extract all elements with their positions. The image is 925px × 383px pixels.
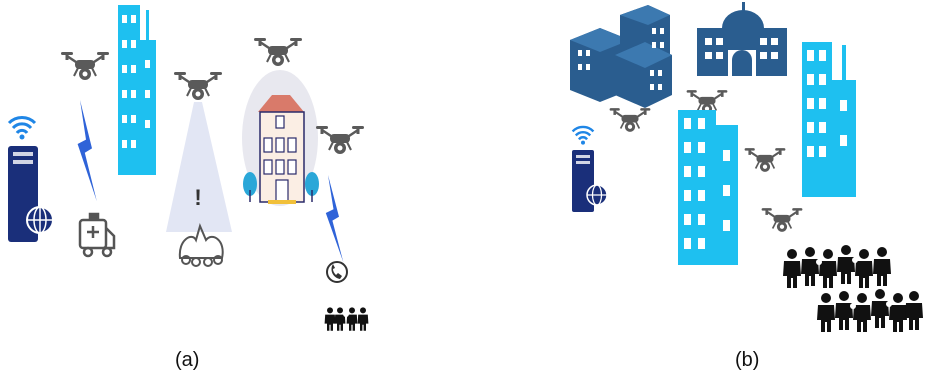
panel-b-caption: (b) xyxy=(735,349,760,371)
ambulance-icon xyxy=(78,212,116,258)
server-icon xyxy=(8,146,54,242)
tree-icon xyxy=(243,172,257,202)
drone-icon xyxy=(760,207,804,233)
drone-icon xyxy=(59,50,111,82)
server-icon xyxy=(572,150,608,212)
drone-icon xyxy=(314,124,366,156)
people-group-icon xyxy=(817,289,923,332)
skyscraper-icon xyxy=(802,42,856,197)
wifi-icon xyxy=(7,115,37,141)
car-crash-icon: ! xyxy=(178,185,224,267)
lightning-icon xyxy=(77,100,97,202)
people-group-icon xyxy=(324,307,369,331)
drone-icon xyxy=(608,107,652,133)
panel-b xyxy=(570,2,923,332)
people-group-icon xyxy=(783,245,891,288)
skyscraper-icon xyxy=(118,5,156,175)
lightning-icon xyxy=(325,175,344,263)
wifi-icon xyxy=(571,125,595,146)
house-icon xyxy=(258,95,305,204)
drone-icon xyxy=(743,147,787,173)
tree-icon xyxy=(305,172,319,202)
government-building-icon xyxy=(697,2,787,76)
office-building-icon xyxy=(570,5,672,108)
panel-a: ! xyxy=(7,5,369,331)
spotlight-beam xyxy=(166,102,232,232)
skyscraper-icon xyxy=(678,110,738,265)
drone-icon xyxy=(252,36,304,68)
svg-text:!: ! xyxy=(194,185,201,210)
drone-icon xyxy=(172,70,224,102)
panel-a-caption: (a) xyxy=(175,349,200,371)
phone-icon xyxy=(326,261,348,283)
